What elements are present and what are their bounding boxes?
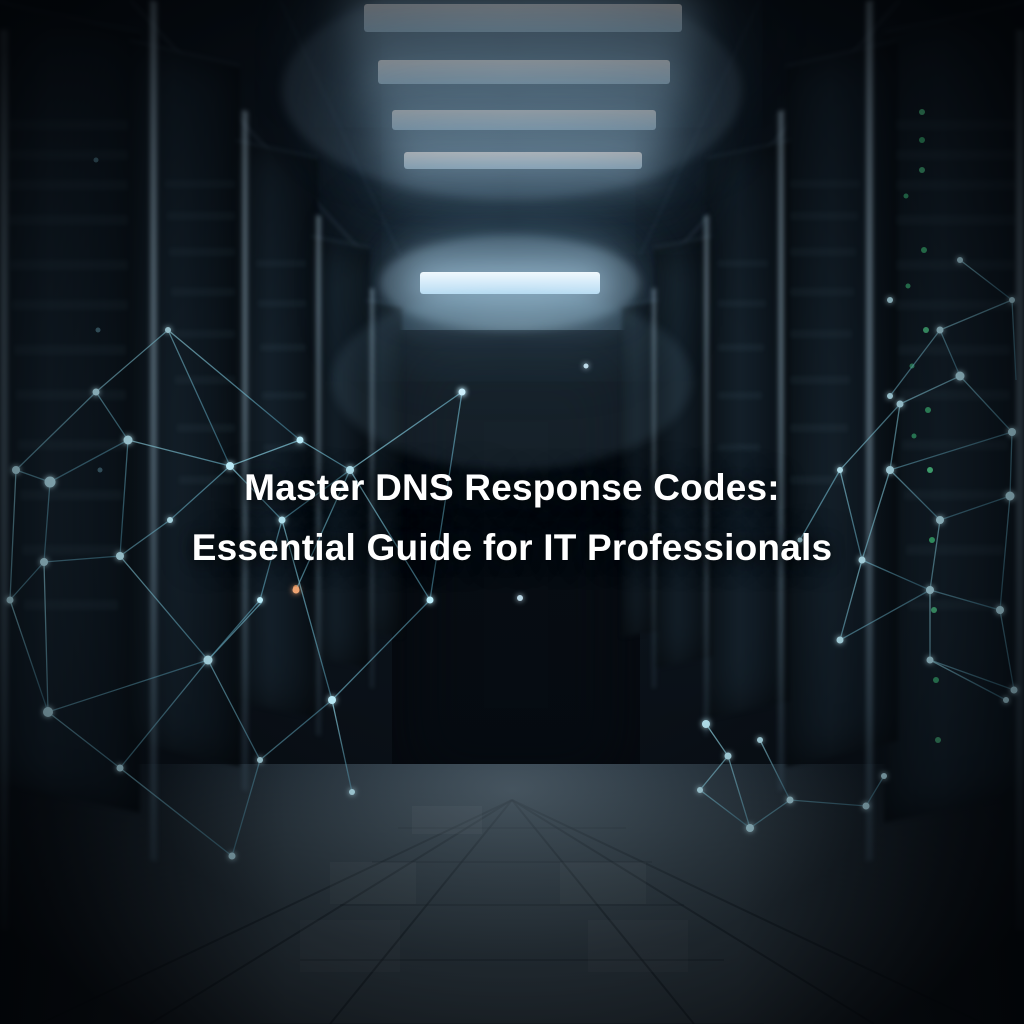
title-line-1: Master DNS Response Codes:	[244, 467, 780, 508]
title-line-2: Essential Guide for IT Professionals	[191, 527, 833, 568]
title-block: Master DNS Response Codes: Essential Gui…	[0, 458, 1024, 578]
